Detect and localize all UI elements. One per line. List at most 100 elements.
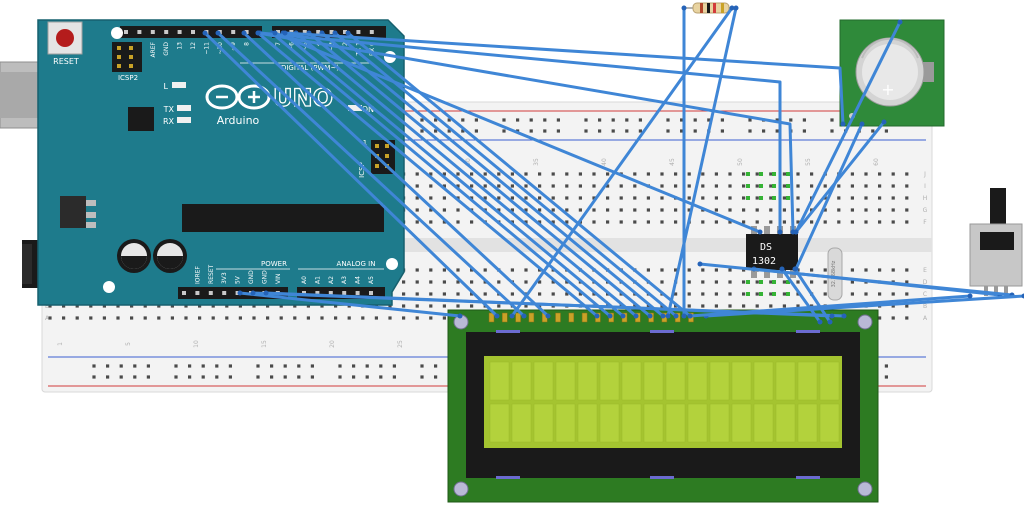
breadboard-hole [538, 184, 541, 187]
highlighted-hole [759, 172, 763, 176]
wire-end [666, 314, 671, 319]
regulator-pin [86, 200, 96, 206]
breadboard-hole [429, 220, 432, 223]
lcd-character-cell [490, 362, 509, 400]
wire-end [251, 291, 256, 296]
highlighted-hole [772, 196, 776, 200]
icsp-pin [385, 144, 389, 148]
wire-end [828, 320, 833, 325]
wire-end [242, 31, 247, 36]
breadboard-hole [443, 316, 446, 319]
wire-end [968, 294, 973, 299]
header-pin [231, 30, 235, 34]
breadboard-hole [660, 172, 663, 175]
breadboard-hole [606, 172, 609, 175]
crystal-oscillator: 32.768kHz [828, 248, 842, 300]
resistor-band [713, 3, 716, 13]
breadboard-hole [796, 280, 799, 283]
breadboard-hole [416, 268, 419, 271]
header-pin-label: A4 [355, 276, 362, 284]
breadboard-hole [579, 184, 582, 187]
header-pin [164, 30, 168, 34]
icsp2-label: ICSP2 [118, 74, 138, 82]
breadboard-hole [878, 196, 881, 199]
breadboard-hole [701, 172, 704, 175]
breadboard-hole [443, 268, 446, 271]
rail-hole [598, 129, 601, 132]
rail-hole [434, 364, 437, 367]
wire-end [698, 262, 703, 267]
lcd-character-cell [578, 362, 597, 400]
breadboard-hole [783, 220, 786, 223]
breadboard-hole [620, 208, 623, 211]
breadboard-hole [402, 292, 405, 295]
column-number: 10 [193, 340, 200, 348]
breadboard-hole [416, 280, 419, 283]
breadboard-hole [701, 220, 704, 223]
breadboard-hole [688, 304, 691, 307]
breadboard-hole [783, 196, 786, 199]
breadboard-hole [456, 172, 459, 175]
breadboard-hole [62, 316, 65, 319]
breadboard-hole [728, 292, 731, 295]
led-tx-label: TX [163, 105, 175, 114]
ds1302-line2: 1302 [752, 256, 776, 267]
rail-hole [612, 118, 615, 121]
rail-hole [147, 375, 150, 378]
column-number: 15 [261, 340, 268, 348]
breadboard-hole [810, 172, 813, 175]
rail-hole [803, 118, 806, 121]
breadboard-hole [783, 304, 786, 307]
breadboard-hole [701, 280, 704, 283]
header-pin-label: AREF [150, 41, 157, 57]
ds1302-line1: DS [760, 242, 772, 253]
lcd-character-cell [798, 362, 817, 400]
breadboard-hole [429, 280, 432, 283]
breadboard-hole [402, 316, 405, 319]
lcd-character-cell [820, 362, 839, 400]
breadboard-hole [796, 196, 799, 199]
breadboard-hole [660, 196, 663, 199]
breadboard-hole [524, 172, 527, 175]
breadboard-hole [524, 196, 527, 199]
lcd-character-cell [556, 404, 575, 442]
header-pin-label: A0 [301, 276, 308, 284]
rail-hole [694, 129, 697, 132]
breadboard-hole [443, 292, 446, 295]
breadboard-hole [892, 208, 895, 211]
breadboard-hole [470, 172, 473, 175]
rail-hole [284, 375, 287, 378]
breadboard-hole [620, 196, 623, 199]
lcd-pad-mark [650, 330, 674, 333]
rail-hole [434, 375, 437, 378]
breadboard-hole [674, 208, 677, 211]
rail-hole [830, 129, 833, 132]
breadboard-hole [851, 184, 854, 187]
breadboard-hole [497, 172, 500, 175]
breadboard-hole [715, 196, 718, 199]
breadboard-hole [470, 304, 473, 307]
breadboard-hole [524, 184, 527, 187]
breadboard-hole [144, 316, 147, 319]
breadboard-hole [905, 316, 908, 319]
breadboard-hole [484, 268, 487, 271]
rail-hole [215, 364, 218, 367]
breadboard-hole [796, 184, 799, 187]
rail-hole [106, 364, 109, 367]
wire-end [661, 314, 666, 319]
rail-hole [133, 375, 136, 378]
breadboard-hole [633, 208, 636, 211]
wire-end [634, 314, 639, 319]
breadboard-hole [198, 316, 201, 319]
breadboard-hole [565, 208, 568, 211]
breadboard-hole [837, 220, 840, 223]
breadboard-hole [878, 292, 881, 295]
resistor-band [700, 3, 703, 13]
breadboard-hole [497, 184, 500, 187]
row-letter: B [923, 303, 927, 310]
wire-end [793, 267, 798, 272]
icsp-pin [117, 55, 121, 59]
lcd-character-cell [534, 362, 553, 400]
breadboard-hole [688, 268, 691, 271]
header-pin-label: 13 [177, 42, 184, 50]
